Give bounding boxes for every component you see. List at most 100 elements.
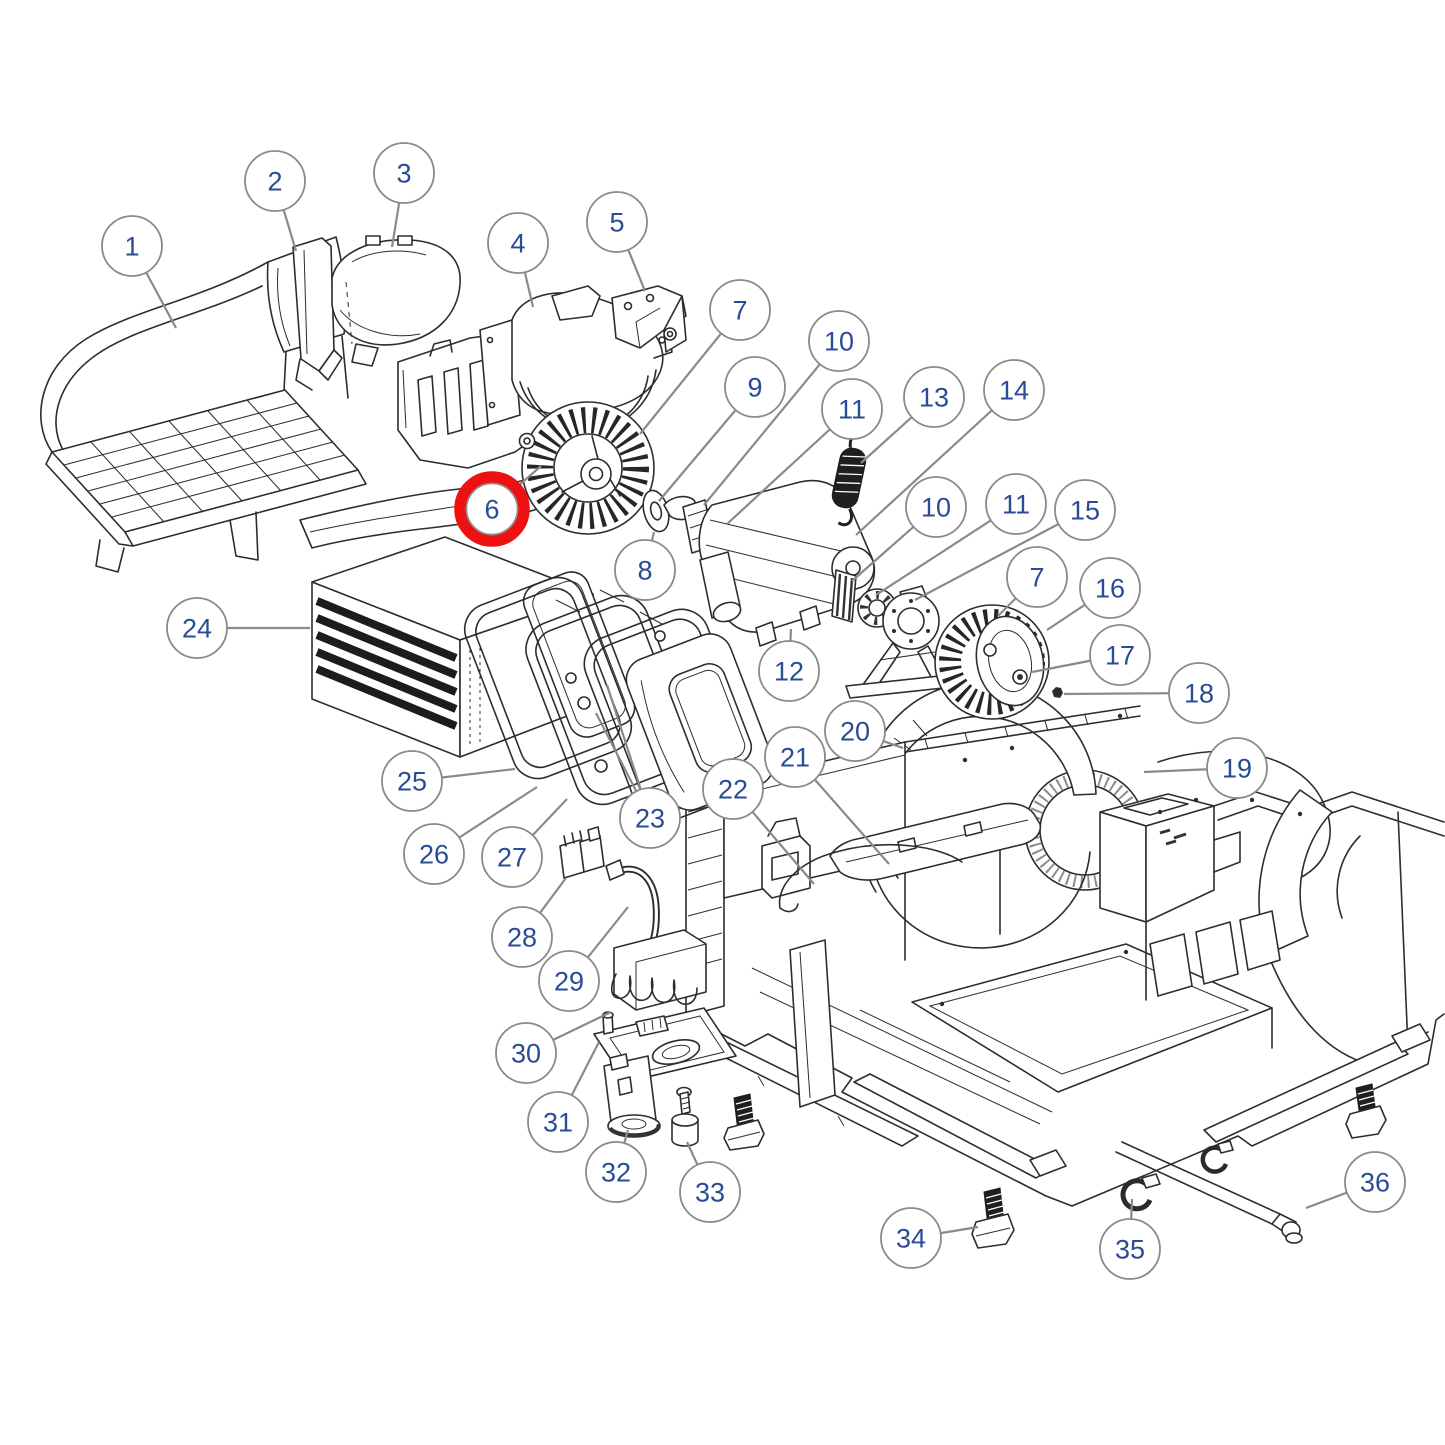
- part-balloon-13[interactable]: 13: [903, 366, 965, 428]
- balloon-number: 36: [1360, 1168, 1390, 1198]
- part-balloon-11[interactable]: 11: [821, 378, 883, 440]
- part-balloon-12[interactable]: 12: [758, 640, 820, 702]
- part-balloon-6[interactable]: 6: [454, 471, 530, 547]
- balloon-number: 30: [511, 1039, 541, 1069]
- balloon-number: 26: [419, 840, 449, 870]
- part-pump: [603, 1053, 661, 1138]
- balloon-number: 29: [554, 967, 584, 997]
- part-balloon-35[interactable]: 35: [1099, 1218, 1161, 1280]
- leader-line-10: [703, 340, 840, 506]
- part-balloon-9[interactable]: 9: [724, 356, 786, 418]
- balloon-number: 19: [1222, 754, 1252, 784]
- part-hose-clamp: [1120, 1140, 1234, 1212]
- part-balloon-17[interactable]: 17: [1089, 624, 1151, 686]
- part-balloon-20[interactable]: 20: [824, 700, 886, 762]
- balloon-number: 23: [635, 804, 665, 834]
- leader-line-14: [855, 389, 1015, 536]
- part-heat-exchanger: [311, 536, 636, 758]
- part-balloon-3[interactable]: 3: [373, 142, 435, 204]
- part-nut: [1052, 687, 1063, 698]
- part-balloon-2[interactable]: 2: [244, 150, 306, 212]
- part-housing-shell: [331, 235, 461, 367]
- part-balloon-18[interactable]: 18: [1168, 662, 1230, 724]
- part-balloon-24[interactable]: 24: [166, 597, 228, 659]
- leader-line-15: [914, 509, 1086, 601]
- part-balloon-22[interactable]: 22: [702, 758, 764, 820]
- part-balloon-4[interactable]: 4: [487, 212, 549, 274]
- balloon-number: 33: [695, 1178, 725, 1208]
- part-balloon-29[interactable]: 29: [538, 950, 600, 1012]
- part-screw-right: [1345, 1083, 1387, 1139]
- part-rear-bracket: [292, 237, 343, 391]
- balloon-number: 24: [182, 614, 212, 644]
- part-balloon-1[interactable]: 1: [101, 215, 163, 277]
- part-balloon-14[interactable]: 14: [983, 359, 1045, 421]
- balloon-number: 6: [484, 495, 499, 525]
- part-balloon-34[interactable]: 34: [880, 1207, 942, 1269]
- balloon-number: 31: [543, 1108, 573, 1138]
- balloon-number: 15: [1070, 496, 1100, 526]
- balloon-number: 11: [838, 395, 866, 425]
- balloon-number: 2: [267, 167, 282, 197]
- part-balloon-28[interactable]: 28: [491, 906, 553, 968]
- balloon-number: 4: [510, 229, 525, 259]
- part-balloon-19[interactable]: 19: [1206, 737, 1268, 799]
- part-mounting-bracket: [611, 285, 687, 353]
- balloon-number: 12: [774, 657, 804, 687]
- part-balloon-23[interactable]: 23: [619, 787, 681, 849]
- balloon-number: 34: [896, 1224, 926, 1254]
- part-balloon-21[interactable]: 21: [764, 726, 826, 788]
- part-seal-wire: [778, 844, 963, 913]
- part-balloon-25[interactable]: 25: [381, 750, 443, 812]
- part-balloon-27[interactable]: 27: [481, 826, 543, 888]
- part-balloon-32[interactable]: 32: [585, 1141, 647, 1203]
- balloon-number: 1: [124, 232, 139, 262]
- balloon-number: 13: [919, 383, 949, 413]
- part-blower-wheel-right: [934, 604, 1050, 720]
- balloon-number: 22: [718, 775, 748, 805]
- balloon-number: 20: [840, 717, 870, 747]
- part-spring: [831, 432, 867, 527]
- part-balloon-30[interactable]: 30: [495, 1022, 557, 1084]
- part-balloon-36[interactable]: 36: [1344, 1151, 1406, 1213]
- balloon-number: 32: [601, 1158, 631, 1188]
- part-blower-wheel-left: [518, 401, 655, 535]
- part-balloon-10[interactable]: 10: [808, 310, 870, 372]
- part-motor: [698, 479, 876, 647]
- balloon-number: 7: [732, 296, 747, 326]
- part-balloon-7-2[interactable]: 7: [1006, 546, 1068, 608]
- part-screw-34: [971, 1187, 1015, 1249]
- part-drain-tube: [1115, 1141, 1303, 1244]
- part-lid: [829, 802, 1042, 881]
- balloon-number: 7: [1029, 563, 1044, 593]
- part-screw-left: [723, 1093, 765, 1151]
- part-balloon-11-2[interactable]: 11: [985, 473, 1047, 535]
- part-balloon-7[interactable]: 7: [709, 279, 771, 341]
- part-balloon-8[interactable]: 8: [614, 539, 676, 601]
- part-balloon-33[interactable]: 33: [679, 1161, 741, 1223]
- balloon-number: 10: [824, 327, 854, 357]
- part-coupler: [831, 569, 857, 623]
- part-balloon-15[interactable]: 15: [1054, 479, 1116, 541]
- balloon-number: 9: [747, 373, 762, 403]
- balloon-number: 27: [497, 843, 527, 873]
- balloon-number: 28: [507, 923, 537, 953]
- balloon-number: 21: [780, 743, 810, 773]
- part-balloon-16[interactable]: 16: [1079, 557, 1141, 619]
- balloon-number: 17: [1105, 641, 1135, 671]
- balloon-number: 10: [921, 493, 951, 523]
- balloon-number: 16: [1095, 574, 1125, 604]
- exploded-drawing: [40, 235, 1445, 1249]
- balloon-number: 8: [637, 556, 652, 586]
- balloon-number: 35: [1115, 1235, 1145, 1265]
- part-screw-spacer: [671, 1086, 699, 1147]
- part-balloon-10-2[interactable]: 10: [905, 476, 967, 538]
- part-balloon-31[interactable]: 31: [527, 1091, 589, 1153]
- balloon-number: 14: [999, 376, 1029, 406]
- part-balloon-26[interactable]: 26: [403, 823, 465, 885]
- balloon-number: 25: [397, 767, 427, 797]
- part-balloon-5[interactable]: 5: [586, 191, 648, 253]
